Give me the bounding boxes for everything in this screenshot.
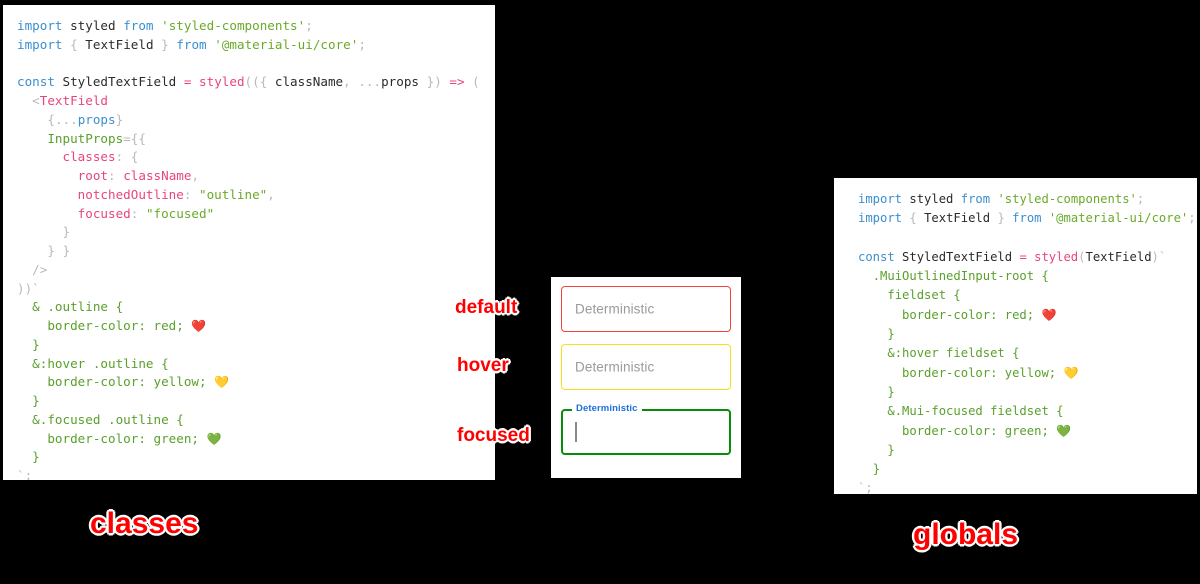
caption-classes: classes [90, 507, 199, 540]
textfield-default-text: Deterministic [575, 301, 655, 317]
caption-globals: globals [913, 518, 1019, 551]
state-label-default: default [455, 297, 518, 318]
textfield-focused-label: Deterministic [572, 403, 642, 414]
state-label-hover: hover [457, 355, 509, 376]
state-label-focused: focused [457, 425, 530, 446]
textfield-hover-text: Deterministic [575, 359, 655, 375]
textfield-demo-panel: Deterministic Deterministic Deterministi… [551, 277, 741, 478]
right-code-panel: import styled from 'styled-components';i… [834, 178, 1197, 494]
textfield-default[interactable]: Deterministic [561, 286, 731, 332]
left-code-panel: import styled from 'styled-components';i… [3, 5, 495, 480]
textfield-focused[interactable]: Deterministic [561, 403, 731, 455]
text-caret [575, 422, 577, 442]
right-code-body: import styled from 'styled-components';i… [858, 192, 1196, 494]
left-code-body: import styled from 'styled-components';i… [17, 18, 480, 480]
textfield-hover[interactable]: Deterministic [561, 344, 731, 390]
